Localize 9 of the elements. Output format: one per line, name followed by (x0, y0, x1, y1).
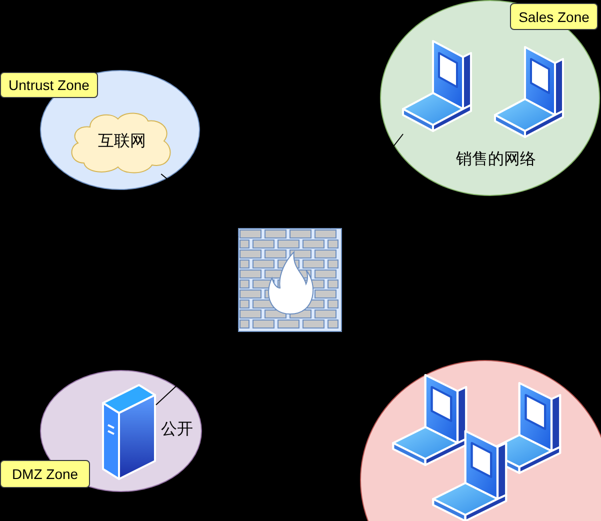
zone-label: DMZ Zone (0, 460, 90, 488)
connector-line (160, 174, 238, 238)
cloud-label: 互联网 (97, 132, 147, 152)
zone-name: 销售的网络 (455, 150, 537, 170)
server-caption: 公开 (161, 420, 193, 440)
zone-label: Untrust Zone (0, 72, 98, 98)
server-icon (101, 383, 157, 481)
firewall-icon (238, 228, 342, 332)
connector-line (156, 328, 238, 406)
